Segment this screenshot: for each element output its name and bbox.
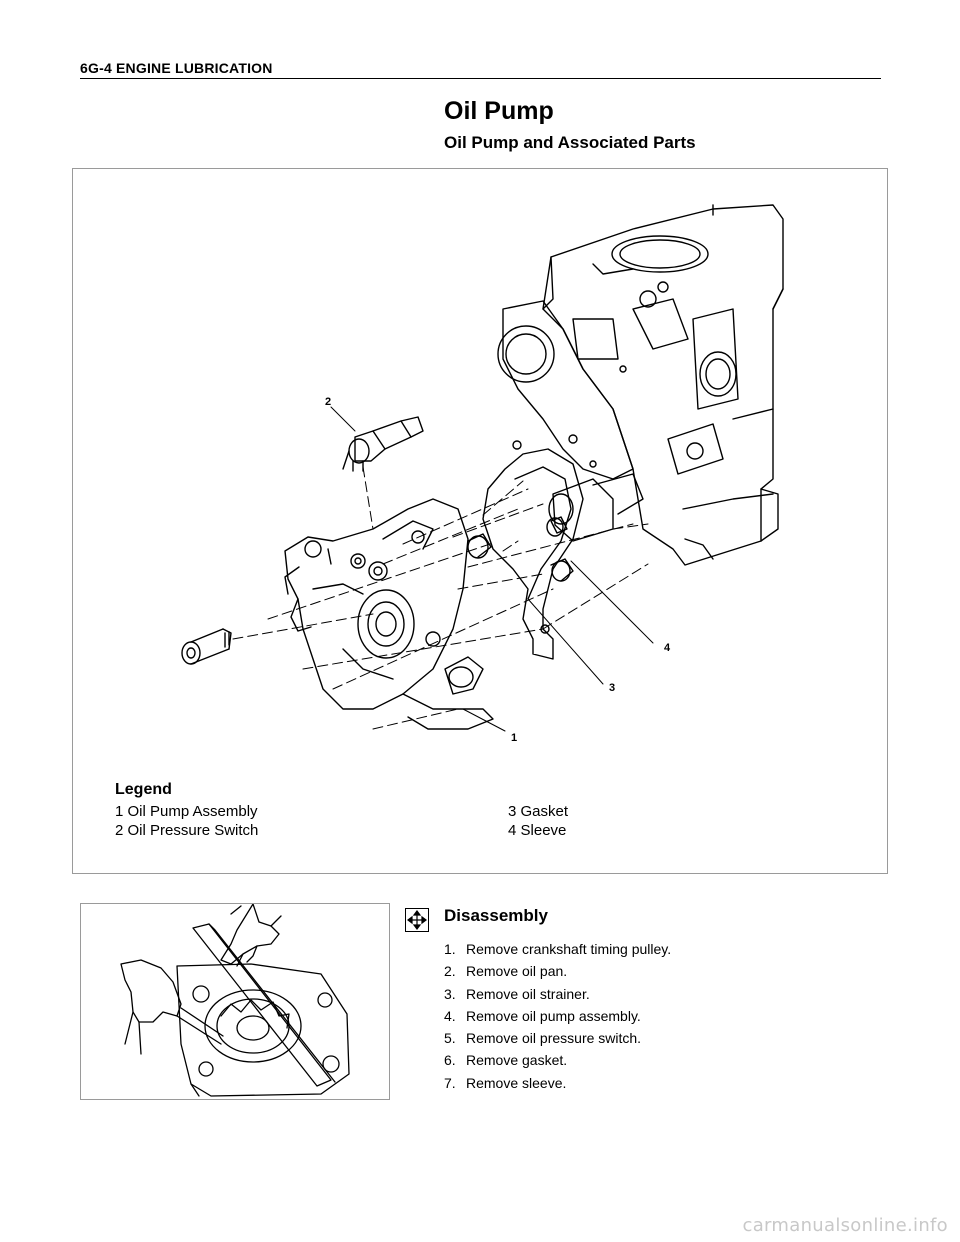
callout-2: 2	[325, 396, 331, 408]
callout-numbers: 2 4 3 1	[325, 396, 671, 744]
list-item: 5.Remove oil pressure switch.	[444, 1030, 642, 1047]
legend-item-oil-pump-assembly: 1 Oil Pump Assembly	[115, 803, 258, 820]
header-text: 6G-4 ENGINE LUBRICATION	[80, 60, 273, 76]
gasket-drawing	[482, 440, 584, 660]
legend-item-sleeve: 4 Sleeve	[508, 822, 567, 839]
callout-leaders	[330, 406, 654, 732]
legend-title: Legend	[115, 781, 172, 798]
watermark: carmanualsonline.info	[742, 1215, 948, 1236]
exploded-view-drawing: 2 4 3 1	[181, 204, 784, 744]
page-header: 6G-4 ENGINE LUBRICATION	[80, 58, 881, 79]
oil-pump-figure: 2 4 3 1 Legend 1 Oil Pump Assembly 2 Oil…	[72, 168, 888, 874]
sleeve-drawing	[467, 516, 574, 582]
legend-item-oil-pressure-switch: 2 Oil Pressure Switch	[115, 822, 259, 839]
page-title: Oil Pump	[444, 97, 554, 125]
disassemble-arrows-icon	[405, 908, 429, 932]
callout-1: 1	[511, 732, 517, 744]
oil-pump-drawing	[284, 498, 494, 730]
list-item: 4.Remove oil pump assembly.	[444, 1007, 641, 1024]
disassembly-title: Disassembly	[444, 906, 548, 925]
list-item: 6.Remove gasket.	[444, 1052, 568, 1069]
list-item: 3.Remove oil strainer.	[444, 985, 590, 1002]
disassembly-steps: 1.Remove crankshaft timing pulley. 2.Rem…	[444, 938, 671, 1094]
engine-block-drawing	[497, 204, 784, 566]
list-item: 2.Remove oil pan.	[444, 963, 568, 980]
bolt-drawing	[181, 628, 232, 665]
callout-3: 3	[609, 682, 615, 694]
gasket-removal-drawing	[120, 904, 350, 1097]
disassembly-figure	[80, 903, 390, 1100]
list-item: 7.Remove sleeve.	[444, 1074, 567, 1091]
page-subtitle: Oil Pump and Associated Parts	[444, 133, 696, 152]
legend-item-gasket: 3 Gasket	[508, 803, 569, 820]
oil-pressure-switch-drawing	[342, 416, 424, 472]
callout-4: 4	[664, 642, 671, 654]
assembly-guide-lines	[232, 466, 649, 730]
list-item: 1.Remove crankshaft timing pulley.	[444, 941, 672, 957]
